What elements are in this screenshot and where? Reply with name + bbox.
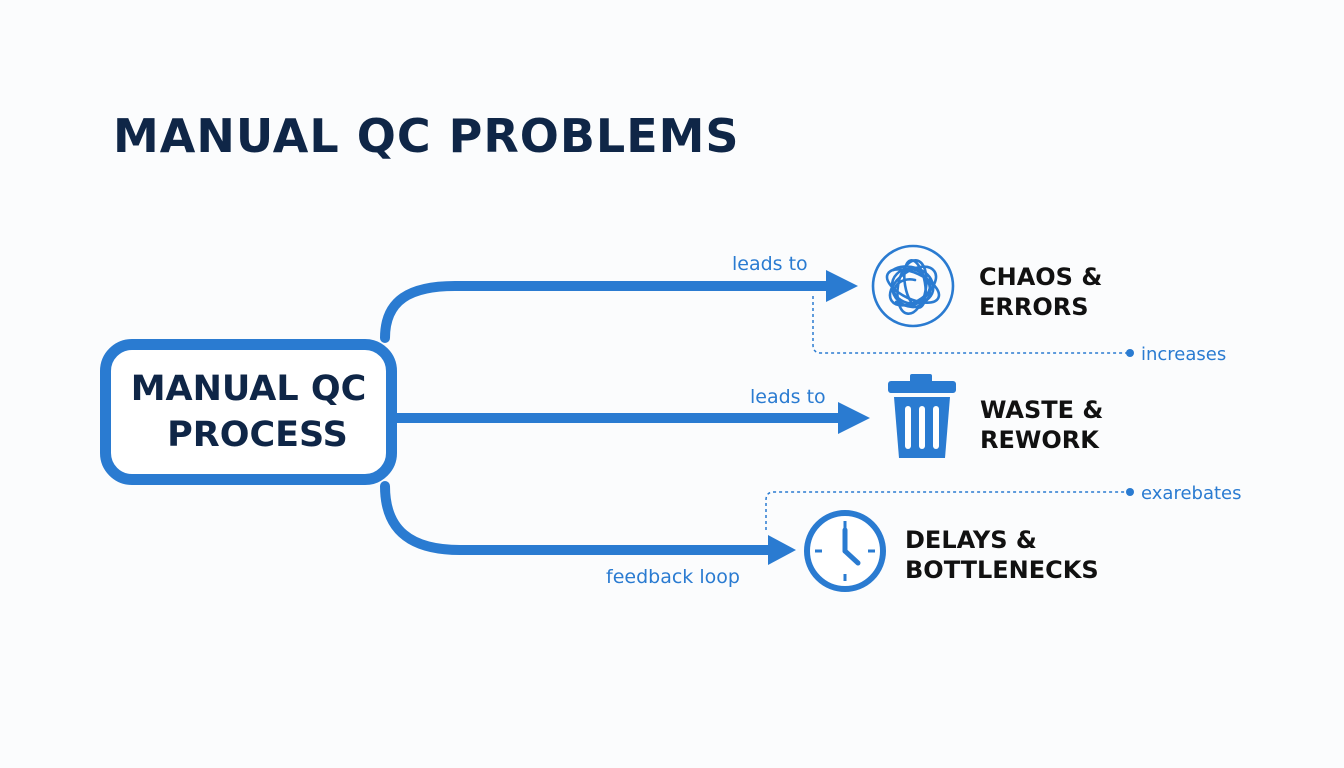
source-node-line-2: PROCESS (167, 415, 348, 455)
source-node-manual-qc-process: MANUAL QC PROCESS (100, 339, 397, 485)
edge-chaos-arrowhead (826, 270, 858, 302)
page-title: MANUAL QC PROBLEMS (113, 109, 740, 163)
relation-increases-dot (1126, 349, 1134, 357)
edge-label-delays: feedback loop (606, 566, 740, 588)
outcome-chaos-line-2: ERRORS (979, 293, 1089, 321)
edge-waste-arrowhead (838, 402, 870, 434)
tangled-circle-icon (871, 244, 955, 328)
trash-bin-icon (888, 374, 956, 458)
relation-increases-connector (812, 296, 1127, 354)
edge-label-chaos: leads to (732, 253, 808, 275)
edge-delays-path (380, 481, 775, 555)
edge-label-waste: leads to (750, 386, 826, 408)
source-node-line-1: MANUAL QC (130, 369, 367, 409)
clock-icon (804, 510, 886, 592)
outcome-delays-line-1: DELAYS & (905, 526, 1037, 554)
outcome-delays-line-2: BOTTLENECKS (905, 556, 1099, 584)
edge-delays-arrowhead (768, 535, 796, 565)
relation-label-exarebates: exarebates (1141, 483, 1242, 504)
relation-label-increases: increases (1141, 344, 1227, 365)
edge-chaos-path (380, 281, 833, 343)
relation-exarebates-dot (1126, 488, 1134, 496)
relation-exarebates-connector (765, 491, 1127, 530)
outcome-chaos-line-1: CHAOS & (979, 263, 1103, 291)
outcome-waste-line-2: REWORK (980, 426, 1099, 454)
outcome-delays-bottlenecks: DELAYS & BOTTLENECKS (905, 525, 1099, 585)
outcome-waste-line-1: WASTE & (980, 396, 1104, 424)
outcome-chaos-errors: CHAOS & ERRORS (979, 262, 1102, 322)
outcome-waste-rework: WASTE & REWORK (980, 395, 1103, 455)
